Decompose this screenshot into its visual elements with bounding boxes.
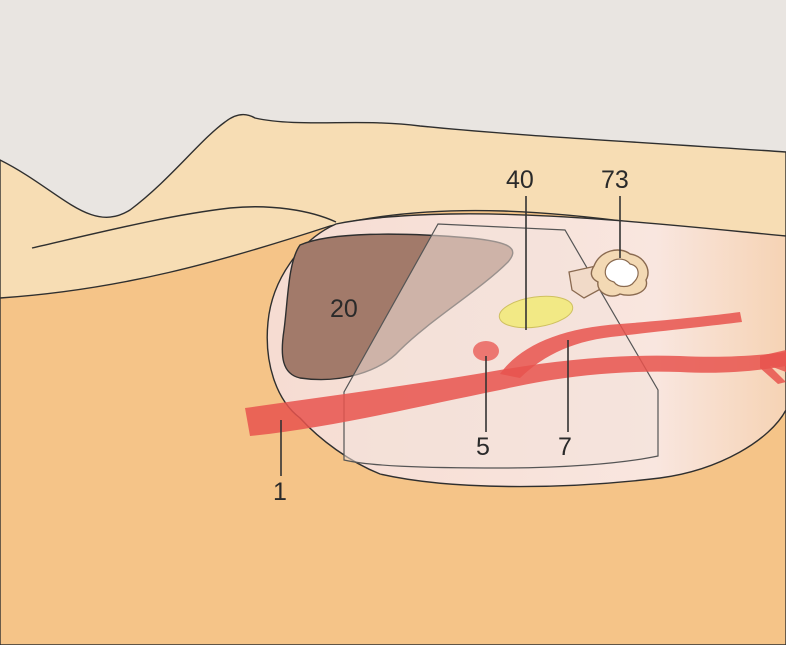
label-73: 73 [601, 166, 629, 194]
label-7: 7 [558, 433, 572, 461]
label-1: 1 [273, 478, 287, 506]
label-5: 5 [476, 433, 490, 461]
label-20: 20 [330, 295, 358, 323]
label-40: 40 [506, 166, 534, 194]
